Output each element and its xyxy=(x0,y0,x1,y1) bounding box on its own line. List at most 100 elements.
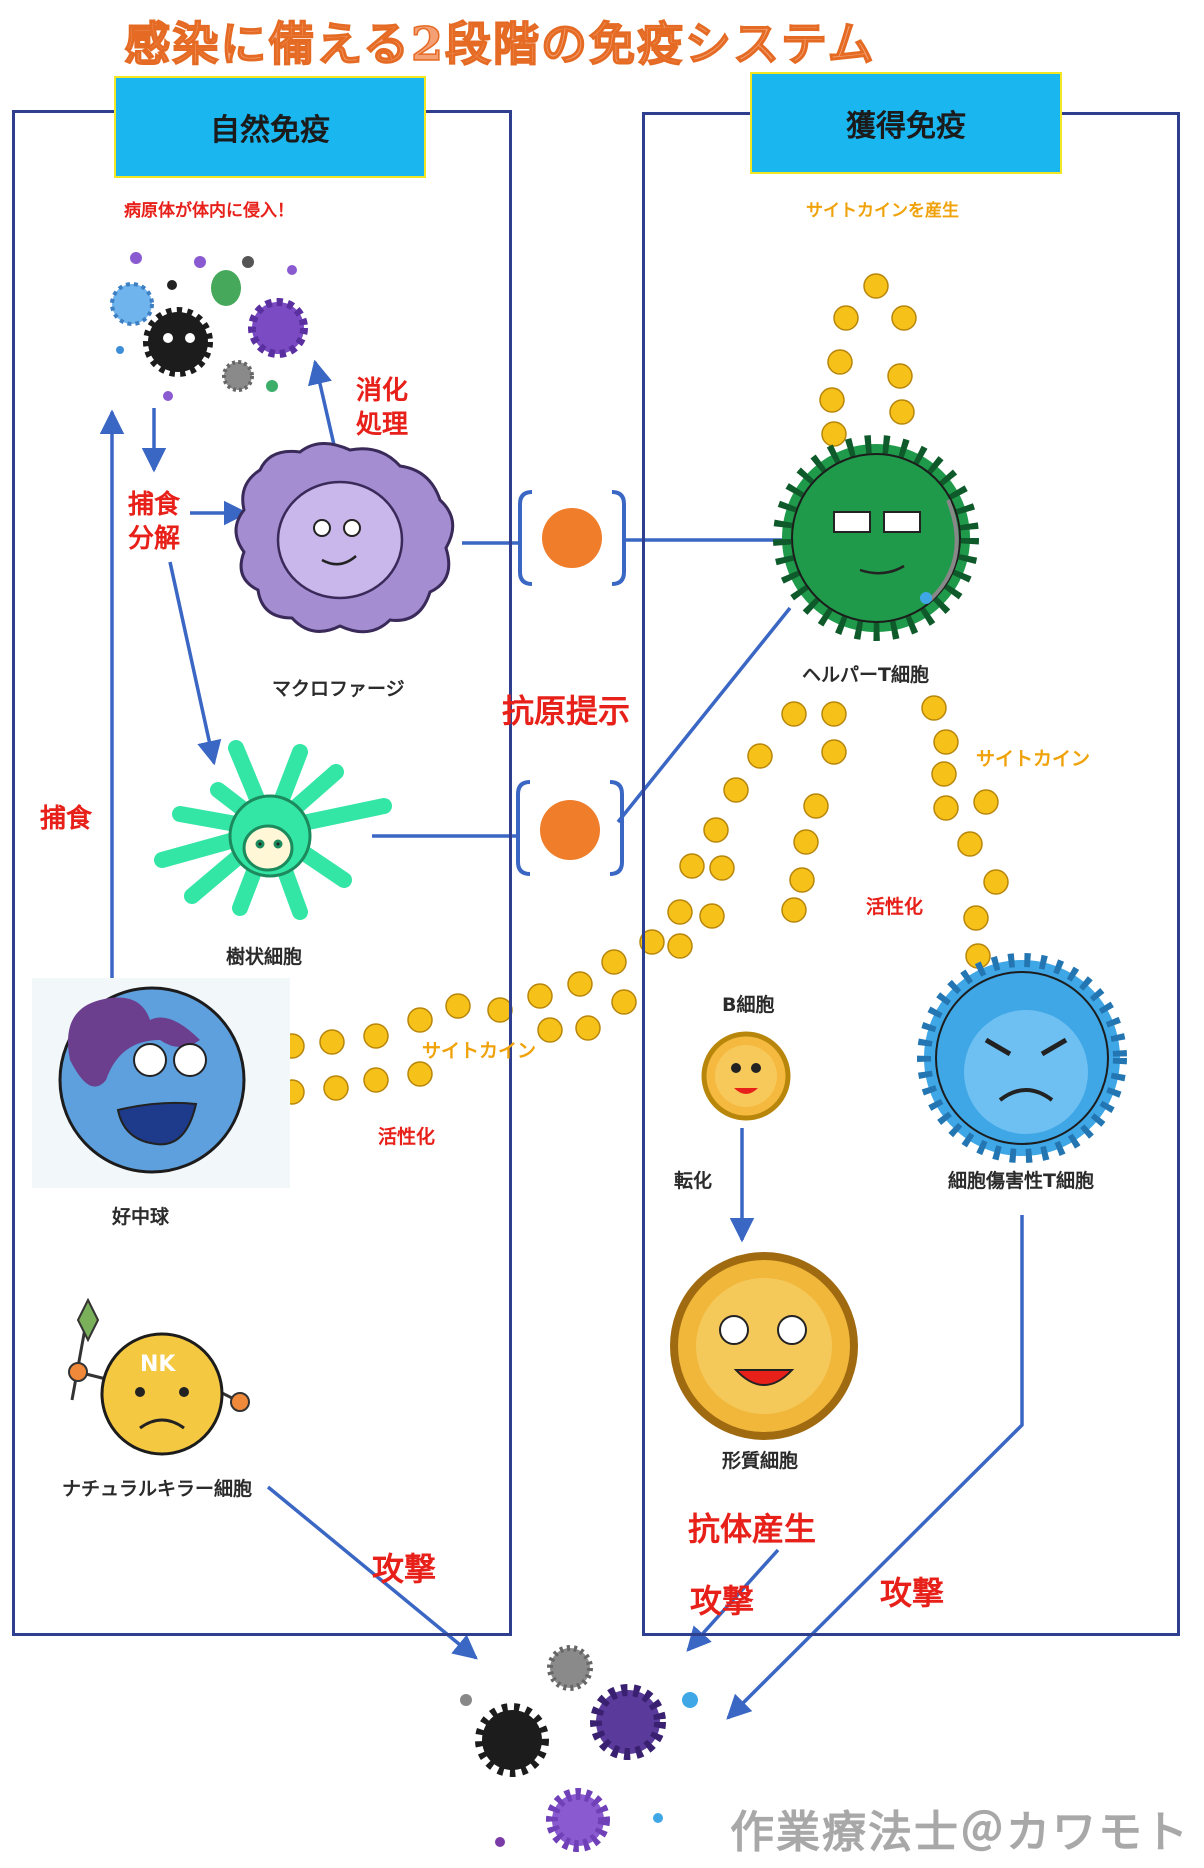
cytokine-dot xyxy=(363,1067,389,1093)
attack-label-innate: 攻撃 xyxy=(372,1550,437,1588)
cytokine-dots-middle xyxy=(639,701,847,959)
cytokine-dot xyxy=(789,867,815,893)
cytokine-dot xyxy=(679,853,705,879)
cytokine-dot xyxy=(957,831,983,857)
macrophage-label: マクロファージ xyxy=(272,678,405,700)
attack-label-plasma: 攻撃 xyxy=(690,1582,755,1620)
cytokine-dot xyxy=(781,897,807,923)
cytokine-dot xyxy=(747,743,773,769)
cytokine-label-right: サイトカイン xyxy=(976,748,1091,770)
digest-line-2: 処理 xyxy=(356,410,409,440)
helper-t-cell xyxy=(773,435,979,641)
phago-digest-line-2: 分解 xyxy=(128,524,181,554)
cytokine-dot xyxy=(601,949,627,975)
cytokine-dot xyxy=(933,795,959,821)
cytokine-dots-top xyxy=(819,273,917,447)
cytokine-dot xyxy=(833,305,859,331)
plasma-cell xyxy=(670,1252,858,1440)
antigen xyxy=(542,508,602,568)
cytokine-dot xyxy=(667,933,693,959)
cytokine-dot xyxy=(821,739,847,765)
cytokine-dot xyxy=(407,1007,433,1033)
author-credit: 作業療法士＠カワモト xyxy=(730,1807,1190,1858)
cytokine-dot xyxy=(639,929,665,955)
cytokine-dot xyxy=(323,1075,349,1101)
cytokine-dot xyxy=(827,349,853,375)
cytokine-dot xyxy=(537,1017,563,1043)
antibody-production-label: 抗体産生 xyxy=(688,1510,817,1548)
antigen-presentation-bottom xyxy=(516,780,624,876)
pathogen-invasion-label: 病原体が体内に侵入！ xyxy=(124,201,294,221)
helper-t-label: ヘルパーT細胞 xyxy=(802,664,929,686)
cytokine-dot xyxy=(567,971,593,997)
dendritic-label: 樹状細胞 xyxy=(226,946,303,968)
diagram-title: 感染に備える2段階の免疫システム xyxy=(124,16,876,72)
cytokine-dot xyxy=(963,905,989,931)
cytokine-label-center: サイトカイン xyxy=(422,1040,537,1062)
cytokine-dots-left xyxy=(279,949,637,1105)
macrophage xyxy=(234,442,455,634)
antigen-presentation-top xyxy=(518,490,626,586)
cytokine-dot xyxy=(887,363,913,389)
phago-digest-line-1: 捕食 xyxy=(128,490,181,520)
activation-label-right: 活性化 xyxy=(866,896,924,918)
b-cell-label: B細胞 xyxy=(722,994,775,1016)
cytokine-dot xyxy=(363,1023,389,1049)
neutrophil-label: 好中球 xyxy=(112,1206,170,1228)
cytokine-dot xyxy=(781,701,807,727)
cytokine-dot xyxy=(973,789,999,815)
plasma-cell-label: 形質細胞 xyxy=(722,1450,799,1472)
antigen xyxy=(540,800,600,860)
cytokine-dot xyxy=(487,997,513,1023)
cytokine-dots-right xyxy=(921,695,1009,969)
phago-label: 捕食 xyxy=(40,804,93,834)
cytokine-dot xyxy=(891,305,917,331)
cytokine-dot xyxy=(703,817,729,843)
cytokine-dot xyxy=(723,777,749,803)
activation-label-center: 活性化 xyxy=(378,1126,436,1148)
neutrophil xyxy=(32,978,290,1188)
b-cell xyxy=(701,1031,791,1121)
cytokine-dot xyxy=(819,387,845,413)
dendritic-cell xyxy=(154,740,392,920)
nk-cell xyxy=(68,1297,250,1456)
nk-label: ナチュラルキラー細胞 xyxy=(62,1478,253,1500)
cytotoxic-t-cell xyxy=(917,953,1127,1163)
cytotoxic-t-label: 細胞傷害性T細胞 xyxy=(948,1170,1094,1192)
cytokine-dot xyxy=(821,701,847,727)
cytokine-dot xyxy=(933,729,959,755)
cytokine-dot xyxy=(699,903,725,929)
cytokine-dot xyxy=(611,989,637,1015)
digest-line-1: 消化 xyxy=(356,376,409,406)
pathogens-defeated xyxy=(460,1645,698,1852)
cytokine-dot xyxy=(445,993,471,1019)
cytokine-dot xyxy=(863,273,889,299)
cytokine-dot xyxy=(709,855,735,881)
cytokine-dot xyxy=(407,1061,433,1087)
attack-label-cytotoxic: 攻撃 xyxy=(880,1574,945,1612)
cytokine-dot xyxy=(667,899,693,925)
cytokine-dot xyxy=(931,761,957,787)
cytokine-dot xyxy=(889,399,915,425)
adaptive-panel xyxy=(642,112,1180,1636)
digest-label: 消化 処理 xyxy=(356,374,408,442)
nk-badge: NK xyxy=(140,1352,176,1377)
phago-digest-label: 捕食 分解 xyxy=(128,488,180,556)
cytokine-dot xyxy=(527,983,553,1009)
adaptive-header: 獲得免疫 xyxy=(750,72,1062,174)
cytokine-dot xyxy=(921,695,947,721)
cytokine-dot xyxy=(319,1029,345,1055)
cytokine-dot xyxy=(793,829,819,855)
transformation-label: 転化 xyxy=(674,1170,713,1192)
cytokine-dot xyxy=(983,869,1009,895)
cytokine-dot xyxy=(575,1015,601,1041)
antigen-presentation-label: 抗原提示 xyxy=(502,692,631,730)
innate-panel xyxy=(12,110,512,1636)
cytokine-production-label: サイトカインを産生 xyxy=(806,201,959,221)
cytokine-dot xyxy=(803,793,829,819)
pathogens-top xyxy=(110,252,308,401)
innate-header: 自然免疫 xyxy=(114,76,426,178)
arrows xyxy=(99,359,1024,1720)
